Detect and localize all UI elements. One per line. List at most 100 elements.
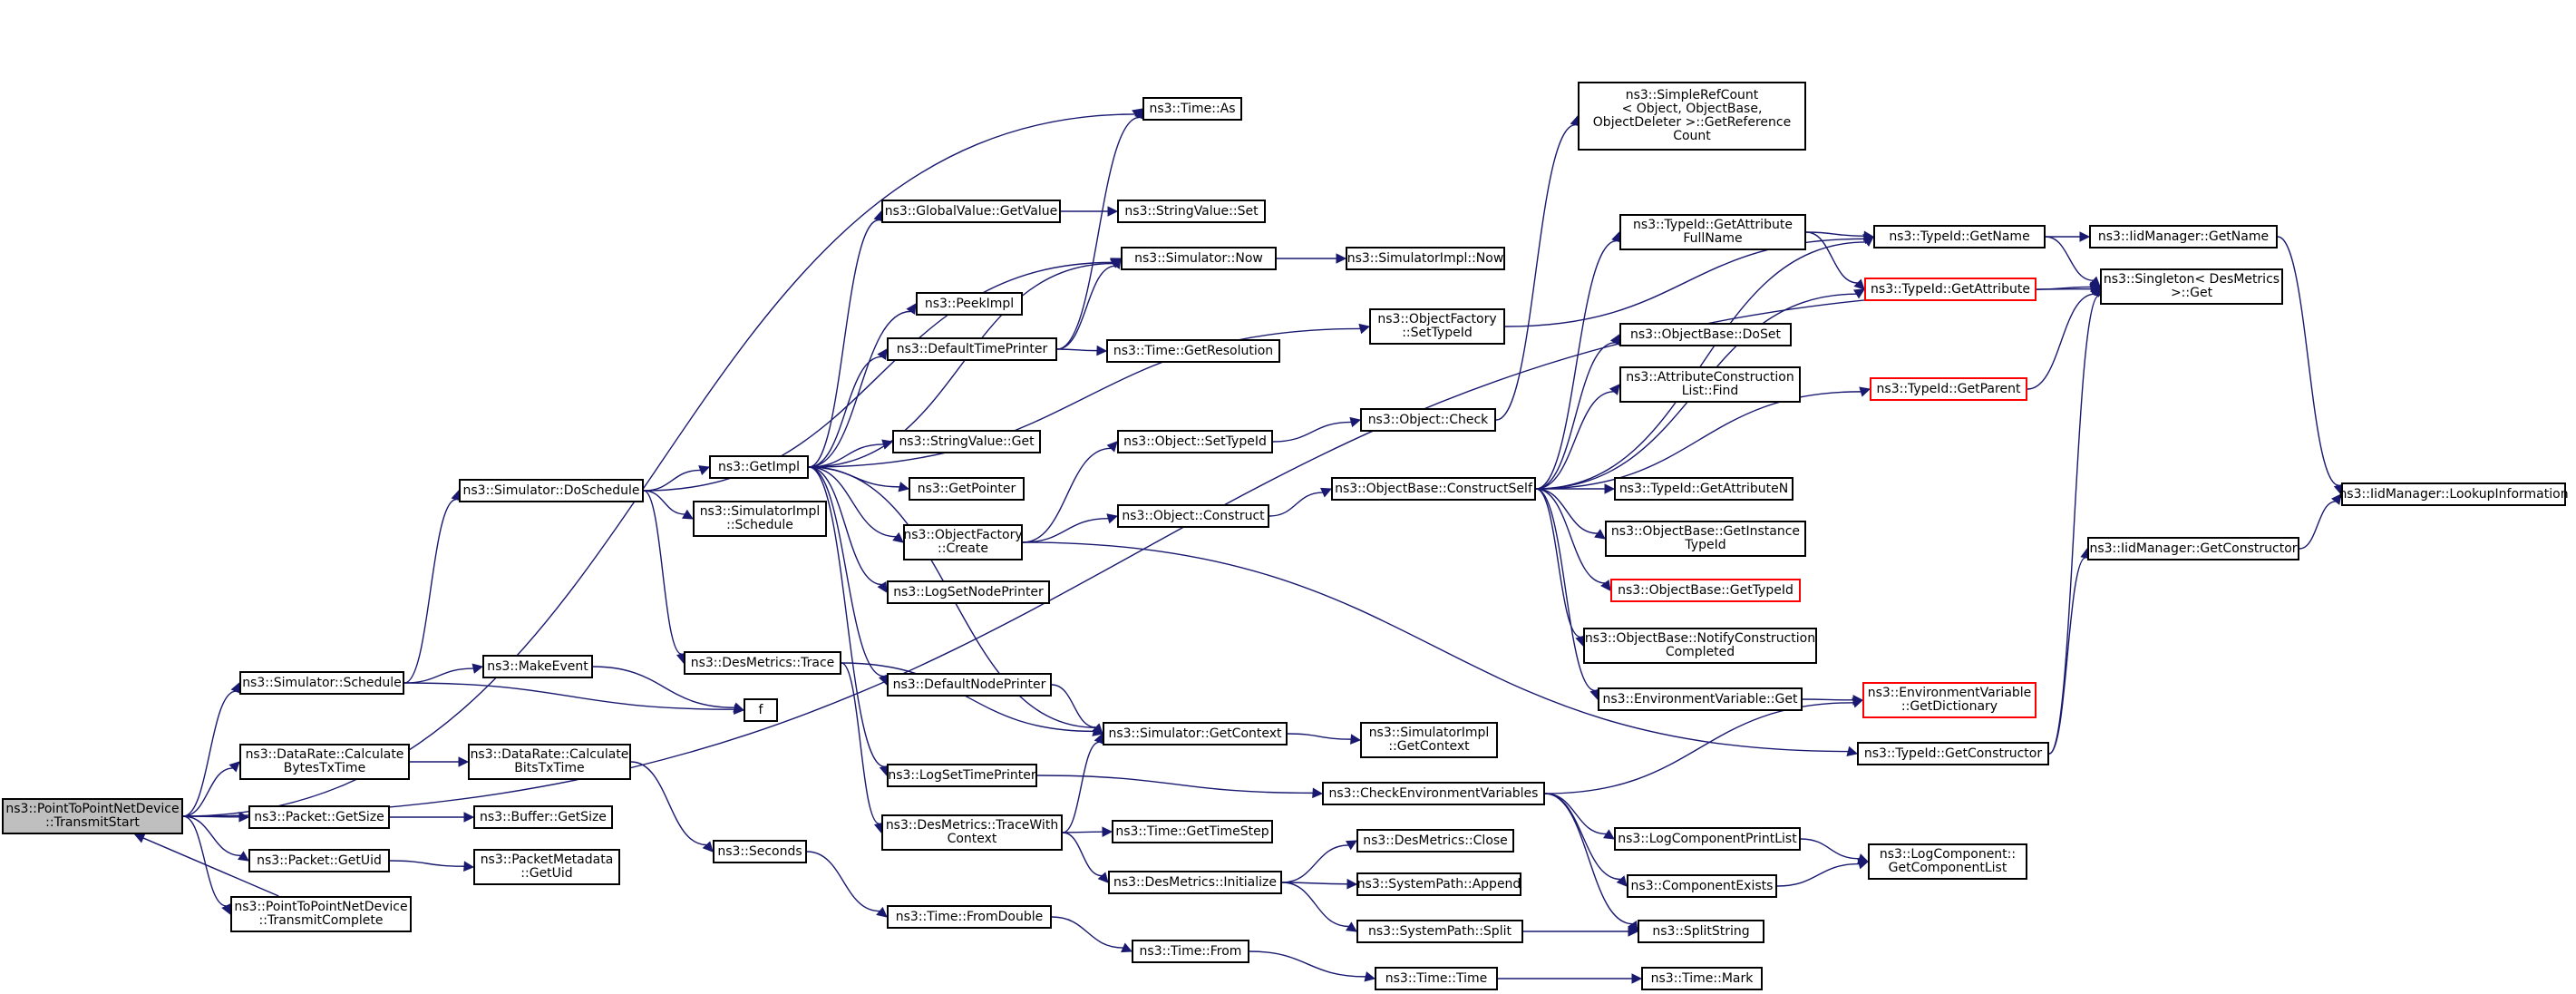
function-node[interactable]: ns3::Time::GetResolution — [1106, 339, 1280, 363]
function-node[interactable]: ns3::Time::GetTimeStep — [1112, 820, 1273, 843]
function-node[interactable]: ns3::IidManager::GetConstructor — [2087, 537, 2299, 560]
call-edge — [592, 666, 735, 708]
function-node[interactable]: ns3::SimulatorImpl::Schedule — [693, 501, 827, 537]
function-node[interactable]: ns3::Simulator::GetContext — [1103, 722, 1288, 746]
function-node[interactable]: ns3::Time::Mark — [1641, 967, 1763, 990]
function-node[interactable]: ns3::GetPointer — [909, 477, 1025, 501]
call-edge — [1535, 239, 1617, 490]
function-node[interactable]: ns3::ObjectBase::DoSet — [1619, 323, 1792, 346]
call-edge — [1535, 342, 1616, 490]
node-label-line: ns3::TypeId::GetParent — [1876, 381, 2021, 396]
function-node[interactable]: ns3::DefaultNodePrinter — [887, 673, 1052, 697]
call-edge — [1287, 733, 1352, 740]
node-label-line: ns3::ObjectBase::GetTypeId — [1618, 582, 1793, 598]
function-node[interactable]: ns3::GetImpl — [709, 455, 809, 479]
function-node[interactable]: ns3::Object::Check — [1360, 408, 1496, 432]
call-edge — [643, 490, 683, 655]
function-node[interactable]: ns3::Time::From — [1132, 940, 1249, 963]
node-label-line: ns3::DesMetrics::TraceWith — [885, 818, 1059, 833]
function-node[interactable]: ns3::Object::Construct — [1117, 504, 1269, 528]
node-label-line: TypeId — [1685, 538, 1726, 552]
function-node[interactable]: ns3::ComponentExists — [1627, 874, 1777, 898]
function-node[interactable]: ns3::DefaultTimePrinter — [887, 337, 1057, 361]
function-node[interactable]: ns3::CheckEnvironmentVariables — [1322, 782, 1545, 805]
arrowhead — [133, 833, 146, 843]
function-node[interactable]: ns3::SimpleRefCount< Object, ObjectBase,… — [1578, 82, 1806, 151]
arrowhead — [1853, 278, 1865, 290]
arrowhead — [876, 906, 888, 918]
function-node[interactable]: ns3::ObjectBase::GetTypeId — [1610, 579, 1801, 602]
function-node[interactable]: ns3::EnvironmentVariable::Get — [1598, 687, 1803, 711]
function-node[interactable]: ns3::DesMetrics::Trace — [684, 651, 841, 675]
function-node[interactable]: ns3::LogComponent::GetComponentList — [1868, 843, 2027, 880]
function-node[interactable]: ns3::SystemPath::Split — [1356, 920, 1523, 943]
function-node[interactable]: ns3::ObjectFactory::Create — [903, 524, 1023, 560]
function-node[interactable]: ns3::Time::As — [1142, 97, 1242, 121]
call-edge — [1495, 123, 1576, 421]
function-node[interactable]: ns3::Packet::GetSize — [248, 805, 390, 829]
function-node[interactable]: ns3::Simulator::Schedule — [239, 671, 404, 695]
function-node[interactable]: ns3::TypeId::GetAttributeN — [1614, 477, 1793, 501]
function-node[interactable]: ns3::PointToPointNetDevice::TransmitComp… — [230, 896, 412, 932]
function-node[interactable]: ns3::SystemPath::Append — [1356, 872, 1521, 896]
function-node[interactable]: ns3::Time::Time — [1375, 967, 1498, 990]
call-edge — [1776, 862, 1860, 887]
node-label-line: ::GetContext — [1388, 739, 1470, 754]
function-node[interactable]: ns3::TypeId::GetAttribute — [1864, 278, 2036, 301]
function-node[interactable]: ns3::Seconds — [713, 840, 807, 863]
function-node[interactable]: ns3::IidManager::LookupInformation — [2338, 482, 2569, 506]
function-node[interactable]: ns3::IidManager::GetName — [2089, 225, 2278, 248]
function-node[interactable]: ns3::MakeEvent — [482, 655, 593, 678]
function-node[interactable]: ns3::Object::SetTypeId — [1117, 430, 1273, 453]
function-node[interactable]: ns3::Time::FromDouble — [887, 905, 1052, 929]
function-node[interactable]: ns3::SimulatorImpl::GetContext — [1360, 722, 1498, 758]
function-node[interactable]: ns3::GlobalValue::GetValue — [881, 200, 1061, 223]
function-node[interactable]: ns3::SimulatorImpl::Now — [1346, 247, 1505, 270]
arrowhead — [1106, 441, 1118, 453]
function-node[interactable]: ns3::LogSetNodePrinter — [887, 580, 1050, 604]
node-label-line: ns3::Time::Mark — [1650, 970, 1754, 986]
arrowhead — [733, 702, 745, 713]
function-node[interactable]: ns3::Singleton< DesMetrics>::Get — [2100, 268, 2283, 305]
node-label-line: >::Get — [2170, 286, 2213, 300]
function-node[interactable]: ns3::LogComponentPrintList — [1614, 827, 1801, 851]
function-node[interactable]: ns3::Simulator::DoSchedule — [459, 479, 644, 502]
function-node[interactable]: ns3::Packet::GetUid — [248, 849, 390, 872]
function-node[interactable]: ns3::ObjectFactory::SetTypeId — [1369, 308, 1505, 345]
function-node[interactable]: ns3::StringValue::Get — [892, 430, 1041, 453]
arrowhead — [1102, 826, 1113, 838]
function-node[interactable]: ns3::TypeId::GetConstructor — [1857, 742, 2049, 765]
arrowhead — [898, 482, 910, 492]
function-node[interactable]: ns3::TypeId::GetParent — [1870, 377, 2027, 401]
call-edge — [2299, 501, 2337, 550]
node-label-line: ns3::CheckEnvironmentVariables — [1328, 785, 1539, 801]
function-node[interactable]: ns3::Buffer::GetSize — [473, 805, 613, 829]
node-label-line: ns3::PointToPointNetDevice — [234, 900, 408, 914]
function-node[interactable]: ns3::StringValue::Set — [1117, 200, 1266, 223]
arrowhead — [1604, 483, 1616, 494]
function-node[interactable]: f — [744, 698, 778, 722]
function-node[interactable]: ns3::TypeId::GetName — [1873, 225, 2046, 248]
function-node[interactable]: ns3::LogSetTimePrinter — [887, 764, 1037, 787]
function-node[interactable]: ns3::SplitString — [1638, 920, 1764, 943]
function-node[interactable]: ns3::PeekImpl — [916, 292, 1023, 316]
node-label-line: ns3::Time::GetTimeStep — [1115, 823, 1269, 839]
function-node[interactable]: ns3::DesMetrics::Initialize — [1108, 871, 1282, 894]
node-label-line: ns3::DataRate::Calculate — [245, 747, 404, 762]
function-node[interactable]: ns3::Simulator::Now — [1121, 247, 1277, 270]
function-node[interactable]: ns3::EnvironmentVariable::GetDictionary — [1862, 682, 2036, 718]
call-edge — [389, 860, 465, 867]
function-node[interactable]: ns3::DesMetrics::Close — [1356, 829, 1514, 853]
function-node[interactable]: ns3::ObjectBase::ConstructSelf — [1331, 477, 1536, 501]
function-node[interactable]: ns3::PacketMetadata::GetUid — [473, 849, 620, 885]
node-label-line: BitsTxTime — [514, 761, 585, 775]
call-edge — [182, 287, 2092, 817]
arrowhead — [1852, 695, 1864, 706]
